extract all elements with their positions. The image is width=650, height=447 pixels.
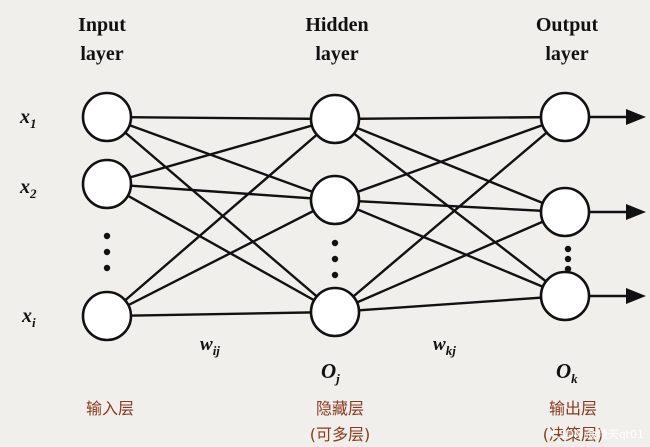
input-node-1: [81, 91, 133, 143]
edge: [106, 115, 336, 202]
edge: [106, 115, 336, 121]
hidden-node-1: [309, 93, 361, 145]
input-layer-header-line2: layer: [80, 43, 123, 65]
output-layer-cn-label-line1: 输出层: [549, 399, 597, 418]
edge: [334, 198, 566, 298]
edge: [334, 118, 566, 297]
hidden-layer-cn-label-line2: (可多层): [310, 425, 371, 444]
weight-label-wij: wij: [200, 334, 220, 358]
edge: [334, 116, 566, 313]
edge: [106, 116, 336, 313]
hidden-output-label-oj: Oj: [321, 359, 340, 386]
watermark: CSDN @晴天qt01: [551, 428, 644, 441]
input-label-xi: xi: [21, 305, 36, 330]
arrow-head-icon: [626, 109, 646, 125]
arrow-head-icon: [626, 204, 646, 220]
output-layer-header-line2: layer: [545, 43, 588, 65]
input-layer-cn-label: 输入层: [86, 399, 134, 418]
edge: [106, 182, 336, 202]
hidden-output-connections: [334, 115, 566, 314]
edge: [334, 117, 566, 214]
edge: [334, 294, 566, 314]
edge: [106, 310, 336, 318]
edge: [106, 118, 336, 317]
edge: [334, 115, 566, 202]
output-ellipsis: [564, 245, 572, 273]
hidden-layer-header-line1: Hidden: [305, 14, 368, 36]
input-hidden-connections: [106, 115, 336, 318]
edge: [334, 210, 566, 314]
edge: [334, 115, 566, 121]
output-node-2: [539, 186, 591, 238]
output-layer-header-line1: Output: [536, 14, 599, 36]
input-ellipsis: [103, 232, 111, 272]
hidden-layer-cn-label-line1: 隐藏层: [316, 399, 364, 418]
hidden-ellipsis: [331, 239, 339, 279]
output-node-1: [539, 91, 591, 143]
output-node-k: [539, 270, 591, 322]
input-node-i: [81, 290, 133, 342]
input-label-x2: x2: [19, 176, 37, 201]
hidden-node-2: [309, 174, 361, 226]
edge: [106, 198, 336, 318]
input-label-x1: x1: [19, 106, 37, 131]
edge: [106, 117, 336, 186]
input-layer-header-line1: Input: [78, 14, 126, 36]
edge: [106, 182, 336, 314]
output-label-ok: Ok: [556, 359, 578, 386]
output-arrows: [588, 109, 646, 304]
hidden-node-j: [309, 286, 361, 338]
hidden-layer-header-line2: layer: [315, 43, 358, 65]
output-layer-cn-label-line2: (决策层): [543, 425, 604, 444]
input-node-2: [81, 158, 133, 210]
arrow-head-icon: [626, 288, 646, 304]
edge: [334, 198, 566, 214]
weight-label-wkj: wkj: [433, 334, 456, 358]
